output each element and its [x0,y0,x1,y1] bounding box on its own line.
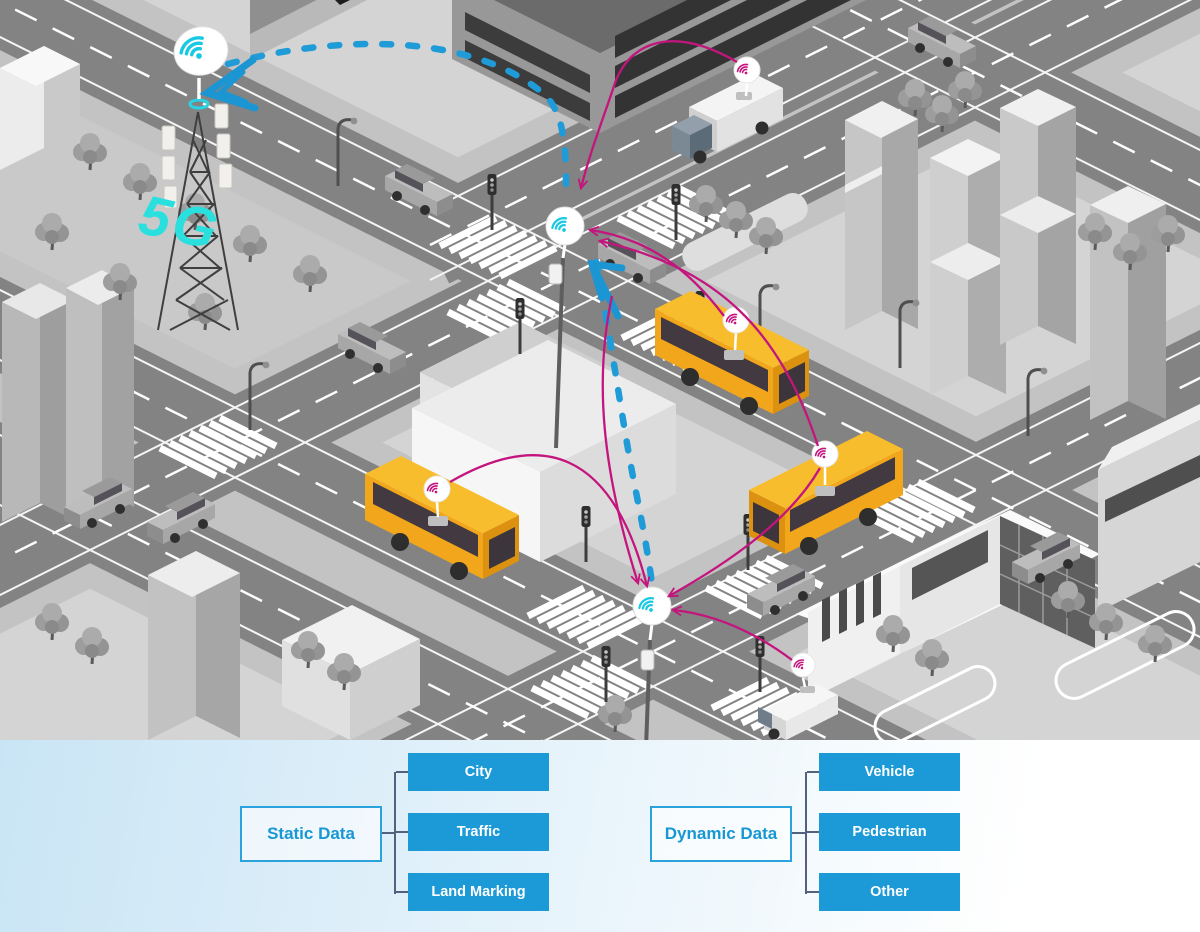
legend-item-pedestrian: Pedestrian [819,813,960,851]
tower-5g: 5G [133,26,239,331]
bus-wifi-badge [423,475,451,518]
legend-item-vehicle: Vehicle [819,753,960,791]
city-scene: 5G [0,0,1200,740]
v2x-arrows [449,40,821,661]
connector [396,771,408,773]
skyscrapers [845,89,1166,420]
rsu-lower [632,586,672,740]
arrow-bus-to-rsu-upper [597,237,820,447]
legend-item-other: Other [819,873,960,911]
arrow-bus-to-rsu-lower [666,467,821,598]
legend-item-city: City [408,753,549,791]
arrow-truck-to-rsu-upper [577,40,738,191]
tower-wifi-badge [173,26,229,76]
tower-ring [188,98,210,110]
antenna-panels [161,103,233,209]
connector [792,832,806,834]
building-skylights [250,0,368,60]
chevron-arrow-at-tower [199,56,259,112]
truck-wifi-badge [733,56,761,97]
arrow-bus-to-rsu-lower [449,454,651,589]
van [758,684,838,740]
connector [807,891,819,893]
legend-item-land-marking: Land Marking [408,873,549,911]
buildings [0,0,1200,740]
left-towers [2,270,134,522]
static-data-box: Static Data [240,806,382,862]
parking-islands [873,610,1196,740]
chevron-arrow-at-rsu-upper [587,259,626,320]
rsu-upper [545,206,585,449]
van-wifi-badge [790,652,816,688]
arrow-bus-to-rsu-upper [587,225,725,317]
connector [396,831,408,833]
building-showroom [796,510,1100,700]
buildings-bottom-left [148,551,420,740]
legend-item-traffic: Traffic [408,813,549,851]
building-top-left [0,46,80,170]
arrow-car-to-rsu-lower [601,295,641,586]
median [682,193,808,271]
connector [805,772,807,894]
tower-lattice [157,111,239,331]
truck [672,74,783,164]
connector [807,771,819,773]
bus-wifi-badge [811,440,839,485]
legend-panel: Static Data City Traffic Land Marking Dy… [0,740,1200,932]
dynamic-data-box: Dynamic Data [650,806,792,862]
vehicles [64,16,1080,740]
arrow-van-to-rsu-lower [670,605,793,661]
connector [394,772,396,894]
vehicle-wifi-badges [423,56,839,688]
link-tower-to-rsu-upper [224,40,570,188]
building-right-edge [1098,404,1200,612]
connector [807,831,819,833]
connector [396,891,408,893]
connector [382,832,395,834]
